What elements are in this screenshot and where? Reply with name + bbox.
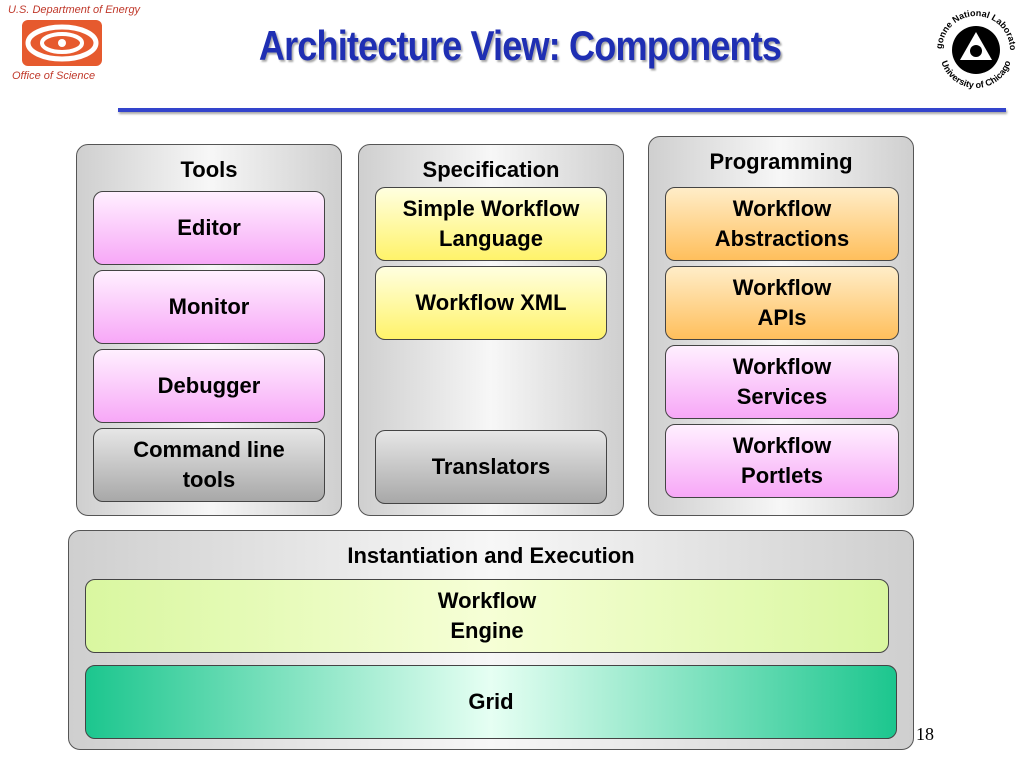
translators-box: Translators bbox=[375, 430, 607, 504]
workflow-xml-box: Workflow XML bbox=[375, 266, 607, 340]
specification-title: Specification bbox=[422, 157, 560, 182]
programming-title: Programming bbox=[709, 149, 853, 174]
monitor-box: Monitor bbox=[93, 270, 325, 344]
doe-name: U.S. Department of Energy bbox=[8, 4, 141, 16]
workflow-engine-box: Workflow Engine bbox=[85, 579, 889, 653]
workflow-services-box: Workflow Services bbox=[665, 345, 899, 419]
workflow-apis-box: Workflow APIs bbox=[665, 266, 899, 340]
workflow-portlets-box: Workflow Portlets bbox=[665, 424, 899, 498]
office-of-science: Office of Science bbox=[12, 70, 96, 82]
execution-panel: Instantiation and Execution Workflow Eng… bbox=[68, 530, 914, 750]
doe-logo: U.S. Department of Energy Office of Scie… bbox=[8, 2, 140, 82]
debugger-box: Debugger bbox=[93, 349, 325, 423]
command-line-tools-box: Command line tools bbox=[93, 428, 325, 502]
execution-title: Instantiation and Execution bbox=[347, 543, 635, 568]
title-divider bbox=[118, 108, 1006, 112]
specification-panel: Specification Simple Workflow Language W… bbox=[358, 144, 624, 516]
tools-title: Tools bbox=[180, 157, 238, 182]
doe-swirl-icon bbox=[22, 20, 102, 66]
grid-box: Grid bbox=[85, 665, 897, 739]
editor-box: Editor bbox=[93, 191, 325, 265]
workflow-abstractions-box: Workflow Abstractions bbox=[665, 187, 899, 261]
argonne-logo: Argonne National Laboratory University o… bbox=[928, 2, 1018, 90]
tools-panel: Tools Editor Monitor Debugger Command li… bbox=[76, 144, 342, 516]
simple-workflow-language-box: Simple Workflow Language bbox=[375, 187, 607, 261]
page-number: 18 bbox=[916, 724, 934, 744]
programming-panel: Programming Workflow Abstractions Workfl… bbox=[648, 136, 914, 516]
page-title: Architecture View: Components bbox=[258, 22, 782, 69]
